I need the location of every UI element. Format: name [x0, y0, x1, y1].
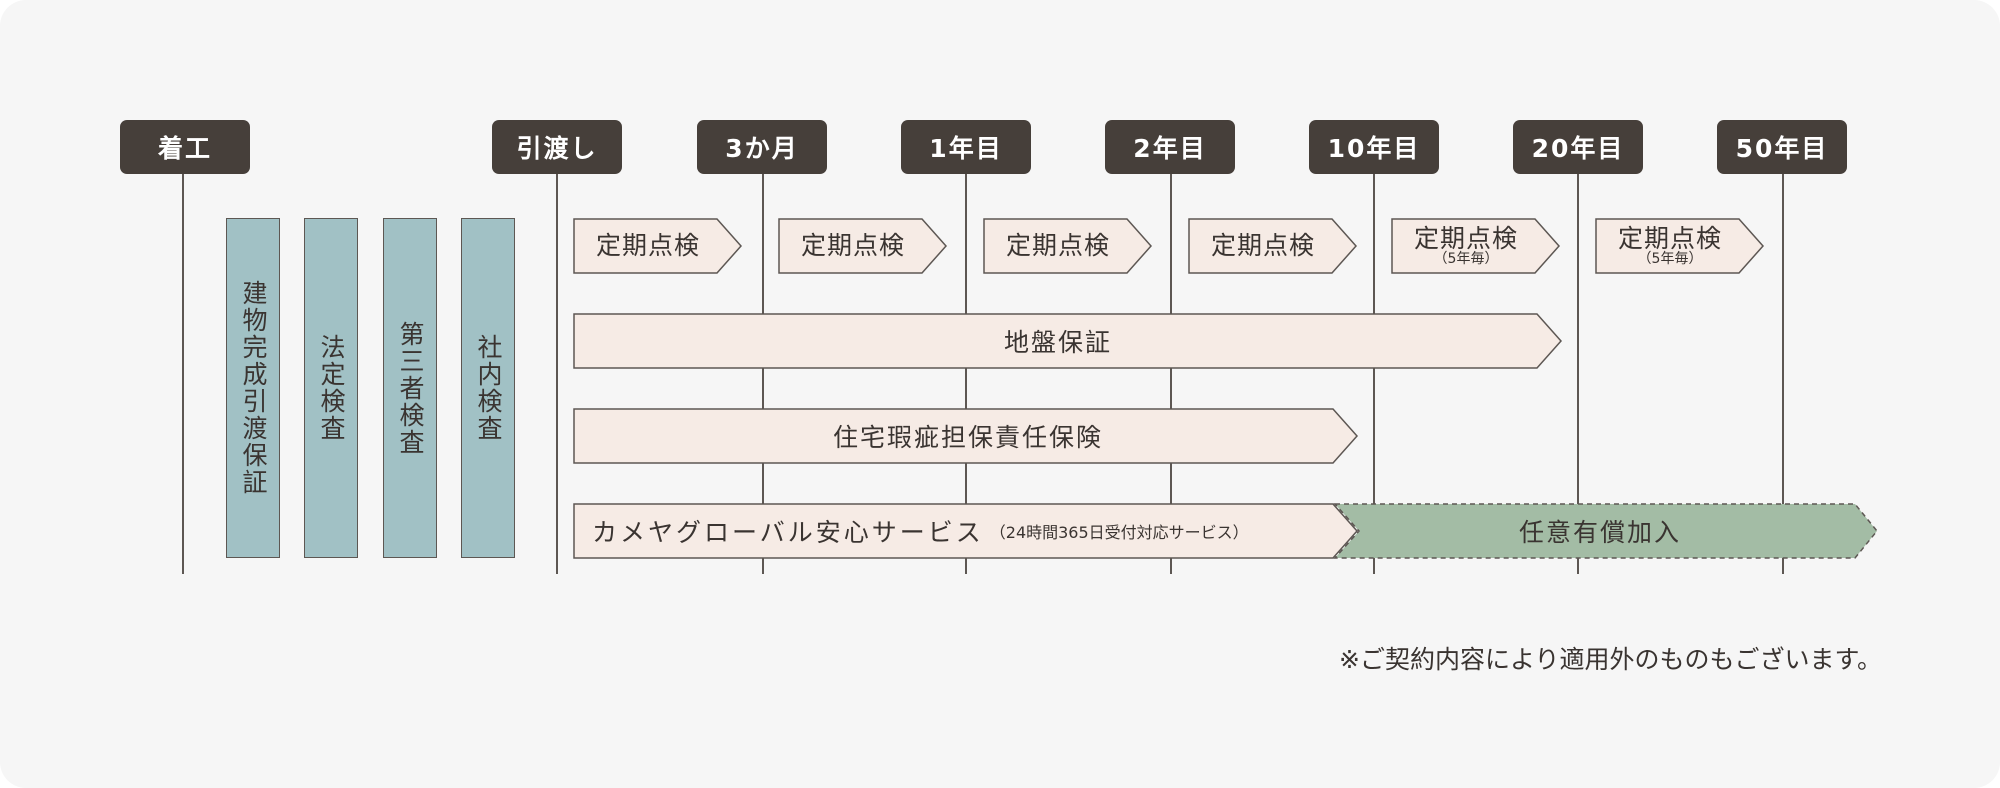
optional-paid-arrow [1333, 503, 1878, 559]
inspection-arrow-4 [1188, 218, 1358, 274]
inspection-title: 定期点検 [1413, 224, 1518, 253]
service: カメヤグローバル安心サービス （24時間365日受付対応サービス） [592, 503, 1332, 559]
footnote: ※ご契約内容により適用外のものもございます。 [1339, 645, 1882, 674]
inspection-arrow-3 [983, 218, 1153, 274]
timeline-line-1year [965, 174, 967, 574]
check-third-party-inspection: 第三者検査 [383, 218, 437, 558]
check-legal-inspection: 法定検査 [304, 218, 358, 558]
inspection-title: 定期点検 [1005, 231, 1110, 260]
timeline-line-handover [556, 174, 558, 574]
optional-paid-label: 任意有償加入 [1518, 518, 1681, 547]
timeline-line-50year [1782, 174, 1784, 574]
ground-guarantee: 地盤保証 [573, 313, 1543, 369]
inspection-arrow-5 [1391, 218, 1561, 274]
optional-paid: 任意有償加入 [1360, 503, 1840, 559]
defect-insurance: 住宅瑕疵担保責任保険 [573, 408, 1363, 464]
defect-insurance-label: 住宅瑕疵担保責任保険 [832, 423, 1103, 452]
timeline-line-start [182, 174, 184, 574]
inspection-arrow-1 [573, 218, 743, 274]
milestone-10year: 10年目 [1309, 120, 1439, 174]
inspection-title: 定期点検 [595, 231, 700, 260]
inspection-title: 定期点検 [1210, 231, 1315, 260]
timeline-line-3months [762, 174, 764, 574]
inspection-arrow-6 [1595, 218, 1765, 274]
milestone-start: 着工 [120, 120, 250, 174]
service-label: カメヤグローバル安心サービス [592, 518, 984, 547]
milestone-2year: 2年目 [1105, 120, 1235, 174]
inspection-4: 定期点検 [1188, 218, 1338, 274]
check-completion-guarantee: 建物完成引渡保証 [226, 218, 280, 558]
ground-guarantee-arrow [573, 313, 1563, 369]
check-label: 建物完成引渡保証 [239, 280, 268, 496]
inspection-title: 定期点検 [800, 231, 905, 260]
inspection-interval: （5年毎） [1433, 251, 1499, 267]
inspection-2: 定期点検 [778, 218, 928, 274]
service-hours-label: （24時間365日受付対応サービス） [989, 523, 1249, 542]
check-internal-inspection: 社内検査 [461, 218, 515, 558]
milestone-3months: 3か月 [697, 120, 827, 174]
inspection-arrow-2 [778, 218, 948, 274]
inspection-interval: （5年毎） [1637, 251, 1703, 267]
milestone-handover: 引渡し [492, 120, 622, 174]
timeline-line-10year [1373, 174, 1375, 574]
inspection-6: 定期点検 （5年毎） [1595, 218, 1745, 274]
inspection-3: 定期点検 [983, 218, 1133, 274]
milestone-1year: 1年目 [901, 120, 1031, 174]
check-label: 社内検査 [474, 334, 503, 442]
service-arrow [573, 503, 1359, 559]
inspection-title: 定期点検 [1617, 224, 1722, 253]
check-label: 第三者検査 [396, 320, 425, 456]
inspection-5: 定期点検 （5年毎） [1391, 218, 1541, 274]
timeline-line-20year [1577, 174, 1579, 574]
timeline-line-2year [1170, 174, 1172, 574]
ground-guarantee-label: 地盤保証 [1003, 328, 1112, 357]
check-label: 法定検査 [317, 334, 346, 442]
milestone-20year: 20年目 [1513, 120, 1643, 174]
defect-insurance-arrow [573, 408, 1359, 464]
milestone-50year: 50年目 [1717, 120, 1847, 174]
inspection-1: 定期点検 [573, 218, 723, 274]
